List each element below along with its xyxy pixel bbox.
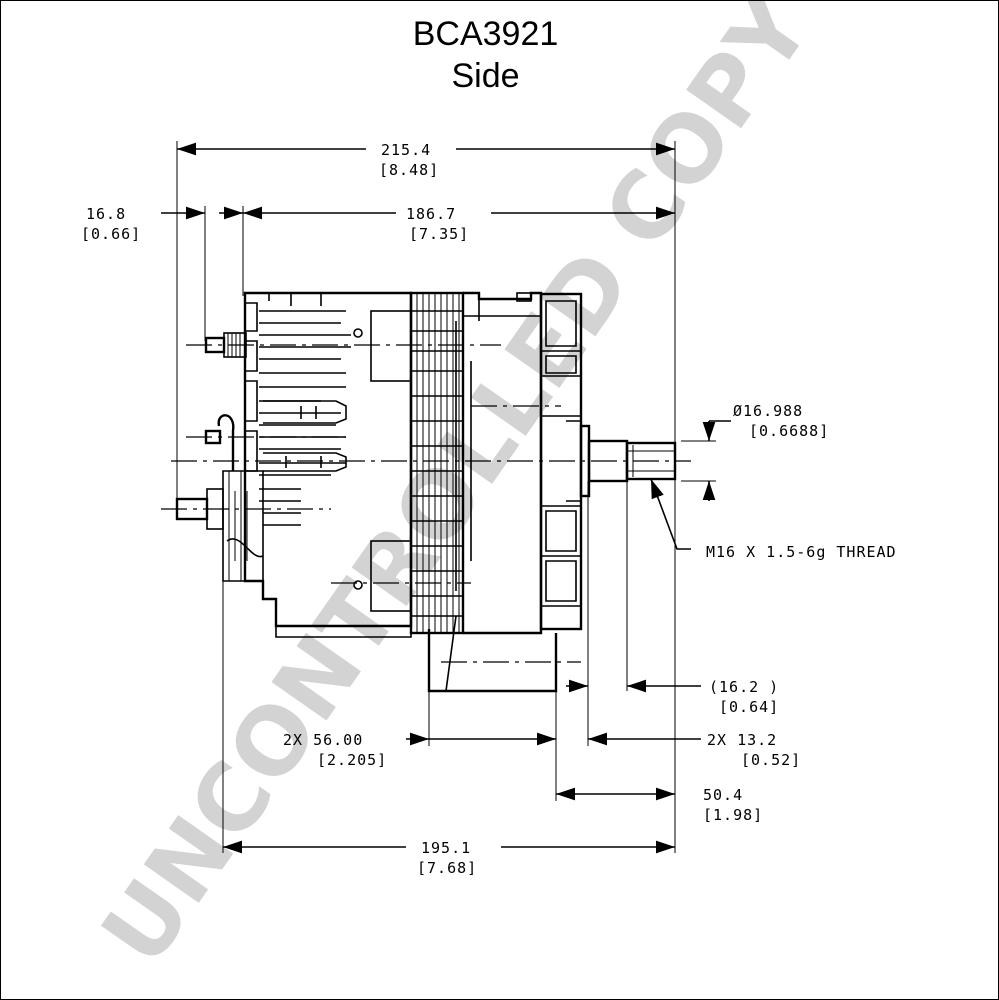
- overall-length-mm: 215.4: [381, 141, 431, 159]
- rear-cooling-fins: [245, 293, 351, 526]
- body-length-in: [7.35]: [409, 225, 469, 243]
- terminal-studs: [175, 332, 264, 582]
- overall-length-in: [8.48]: [379, 161, 439, 179]
- thread-length-mm: (16.2 ): [709, 678, 779, 696]
- mount-spacing-in: [2.205]: [317, 751, 387, 769]
- thread-callout: M16 X 1.5-6g THREAD: [706, 543, 897, 561]
- thread-length-in: [0.64]: [719, 698, 779, 716]
- flange-offset-in: [0.52]: [741, 751, 801, 769]
- view-label: Side: [451, 57, 520, 95]
- flange-offset-mm: 2X 13.2: [707, 731, 777, 749]
- body-length-mm: 186.7: [406, 205, 456, 223]
- shaft-extension-in: [1.98]: [703, 806, 763, 824]
- shaft-diameter-in: [0.6688]: [749, 422, 829, 440]
- rear-pins: [263, 400, 347, 472]
- shaft-diameter-mm: Ø16.988: [733, 402, 803, 420]
- extension-lines: [176, 141, 716, 853]
- alternator-outline: [175, 291, 677, 693]
- part-number-title: BCA3921: [412, 15, 559, 53]
- dimension-labels: 215.4 [8.48] 186.7 [7.35] 16.8 [0.66] Ø1…: [81, 141, 897, 877]
- shaft-extension-mm: 50.4: [703, 786, 743, 804]
- terminal-offset-mm: 16.8: [86, 205, 126, 223]
- mount-spacing-mm: 2X 56.00: [283, 731, 363, 749]
- terminal-offset-in: [0.66]: [81, 225, 141, 243]
- base-length-in: [7.68]: [417, 859, 477, 877]
- base-length-mm: 195.1: [421, 839, 471, 857]
- dimension-lines: [161, 142, 731, 854]
- stator-laminations: [409, 291, 465, 635]
